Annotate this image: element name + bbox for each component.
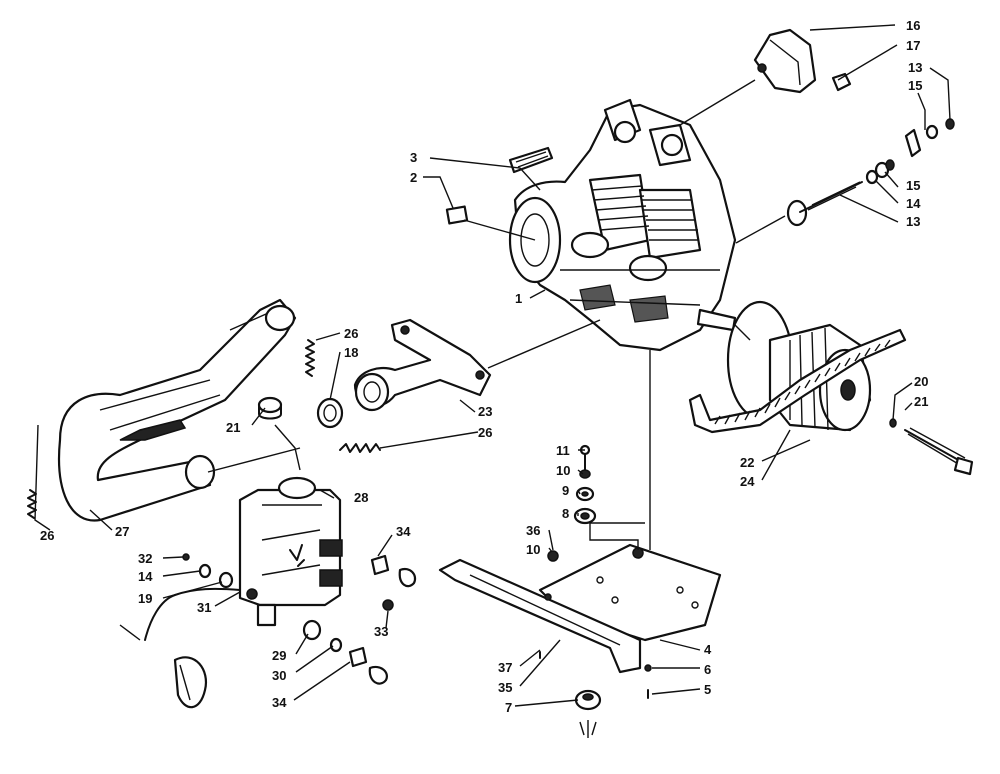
callout-10: 10 xyxy=(526,542,540,557)
callout-31: 31 xyxy=(197,600,211,615)
callout-3: 3 xyxy=(410,150,417,165)
clutch-bolt xyxy=(889,418,974,476)
callout-17: 17 xyxy=(906,38,920,53)
callout-18: 18 xyxy=(344,345,358,360)
callout-7: 7 xyxy=(505,700,512,715)
callout-1: 1 xyxy=(515,291,522,306)
callout-5: 5 xyxy=(704,682,711,697)
muffler-hardware xyxy=(182,553,417,685)
callout-26: 26 xyxy=(344,326,358,341)
mount-fastener-stack xyxy=(539,444,652,699)
callout-33: 33 xyxy=(374,624,388,639)
callout-15: 15 xyxy=(908,78,922,93)
exhaust-gasket xyxy=(316,397,344,429)
callout-9: 9 xyxy=(562,483,569,498)
leader-lines xyxy=(34,24,951,707)
callout-24: 24 xyxy=(740,474,755,489)
callout-29: 29 xyxy=(272,648,286,663)
mount-bolt-washers xyxy=(786,118,955,227)
grommet xyxy=(257,396,283,420)
callout-22: 22 xyxy=(740,455,754,470)
callout-26: 26 xyxy=(478,425,492,440)
drive-belt xyxy=(688,328,907,434)
mount-bracket-35 xyxy=(438,558,642,674)
exhaust-pipe xyxy=(58,298,297,522)
callout-10: 10 xyxy=(556,463,570,478)
rubber-mount-7 xyxy=(574,689,602,738)
callout-16: 16 xyxy=(906,18,920,33)
callout-30: 30 xyxy=(272,668,286,683)
engine-mount-bracket xyxy=(753,28,852,94)
callout-27: 27 xyxy=(115,524,129,539)
callout-35: 35 xyxy=(498,680,512,695)
callout-8: 8 xyxy=(562,506,569,521)
callout-19: 19 xyxy=(138,591,152,606)
exhaust-springs xyxy=(27,339,381,519)
callout-21: 21 xyxy=(914,394,928,409)
callout-12: 13 xyxy=(906,214,920,229)
callout-36: 36 xyxy=(526,523,540,538)
engine-assembly xyxy=(508,98,737,352)
callout-34: 34 xyxy=(396,524,411,539)
callout-26: 26 xyxy=(40,528,54,543)
callout-15: 15 xyxy=(906,178,920,193)
engine-tag xyxy=(445,205,469,225)
callout-25: 23 xyxy=(478,404,492,419)
engine-label-decal xyxy=(508,146,554,174)
callout-4: 4 xyxy=(704,642,712,657)
callout-37: 37 xyxy=(498,660,512,675)
callout-20: 20 xyxy=(914,374,928,389)
exhaust-temp-cable xyxy=(119,587,241,709)
callout-34: 34 xyxy=(272,695,287,710)
callout-23: 21 xyxy=(226,420,240,435)
callout-28: 28 xyxy=(354,490,368,505)
muffler xyxy=(238,476,343,627)
callout-32: 32 xyxy=(138,551,152,566)
callout-13: 14 xyxy=(906,196,921,211)
callout-14: 14 xyxy=(138,569,153,584)
callout-labels: 16 17 13 15 15 14 13 3 2 1 26 18 21 23 2… xyxy=(40,18,928,715)
callout-11: 11 xyxy=(556,443,570,458)
callout-2: 2 xyxy=(410,170,417,185)
callout-6: 6 xyxy=(704,662,711,677)
callout-13: 13 xyxy=(908,60,922,75)
exhaust-manifold xyxy=(353,318,492,412)
